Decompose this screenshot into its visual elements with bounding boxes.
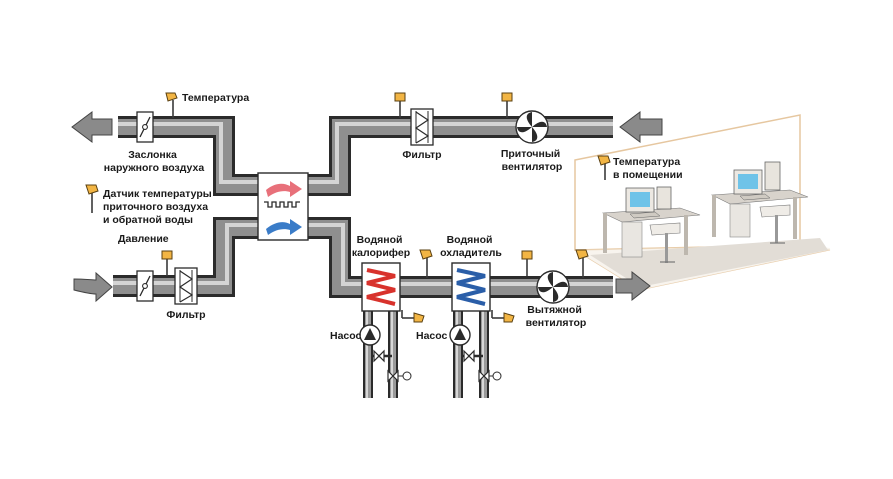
computer-icon [601,186,701,263]
pump-icon [359,324,381,346]
sensor-icon [491,310,515,323]
water-pipes [363,300,489,398]
heat-exchanger-icon [257,172,309,241]
sensor-icon [597,155,611,180]
sensor-icon [85,184,99,213]
exhaust-out-arrow [71,111,113,143]
flow-arrows [71,111,663,303]
pump-icon [449,324,471,346]
label-water-cooler: Водяной охладитель [440,234,502,259]
damper-icon [136,111,154,143]
label-water-heater: Водяной калорифер [352,234,410,259]
label-exhaust-fan: Вытяжной вентилятор [526,304,587,329]
sensor-icon [419,249,433,278]
label-supply-sensor: Датчик температуры приточного воздуха и … [103,188,215,226]
intake-arrow [73,271,113,303]
label-pump-2: Насос [416,330,448,342]
valve-icon [373,349,412,383]
computer-icon [710,161,809,244]
sensor-icon [161,250,173,276]
label-filter-bottom: Фильтр [166,309,205,321]
sensor-icon [501,92,513,118]
fan-icon [515,110,549,144]
filter-icon [174,267,198,305]
sensor-icon [575,249,589,278]
sensor-icon [165,92,178,118]
label-supply-fan: Приточный вентилятор [501,148,563,173]
filter-icon [410,108,434,146]
sensor-icon [401,310,425,323]
valve-icon [463,349,502,383]
exhaust-room-arrow [615,270,651,302]
sensor-icon [394,92,406,118]
room-scene [574,114,831,291]
label-pressure: Давление [118,233,169,245]
water-heater-coil-icon [361,262,401,312]
return-in-arrow [619,111,663,143]
sensor-icon [521,250,533,276]
damper-icon [136,270,154,302]
label-filter-top: Фильтр [402,149,441,161]
water-cooler-coil-icon [451,262,491,312]
label-temperature-top: Температура [182,92,249,104]
label-pump-1: Насос [330,330,362,342]
labels: Температура Заслонка наружного воздуха Д… [103,92,683,342]
label-room-temperature: Температура в помещении [613,156,683,181]
label-outdoor-damper: Заслонка наружного воздуха [104,149,205,174]
fan-icon [536,270,570,304]
